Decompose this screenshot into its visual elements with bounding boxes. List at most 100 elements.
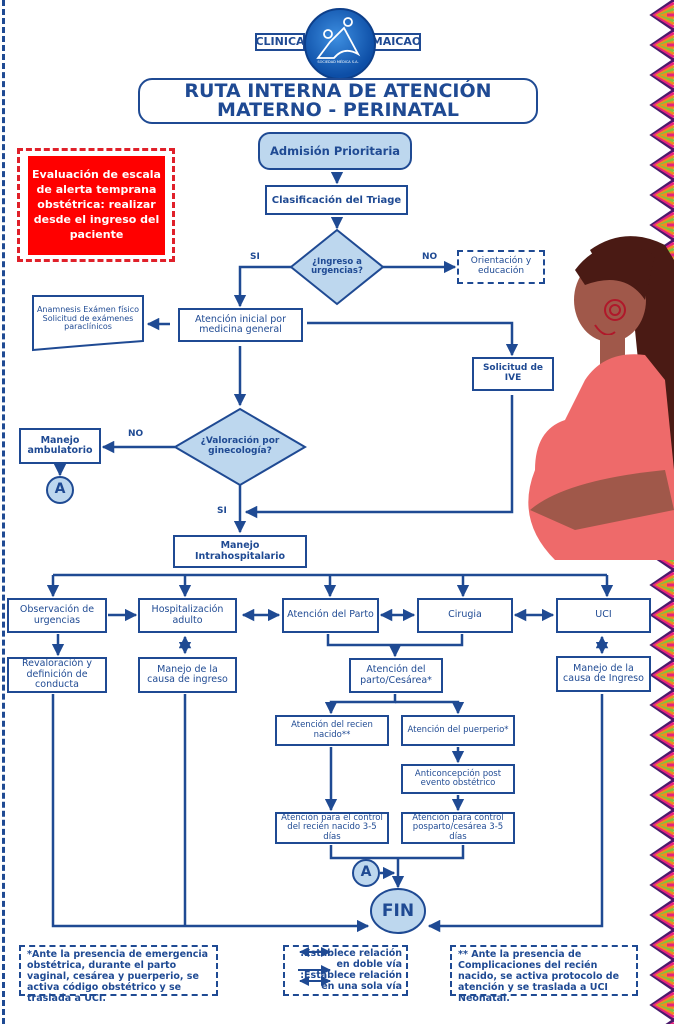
connector-a-end-label: A [360,864,372,881]
zigzag-stripe [658,1000,674,1010]
connector-a-circle-end [352,859,380,887]
zigzag-stripe [649,88,674,122]
zigzag-stripe [649,28,674,62]
legend-single-arrow-text: :Establece relación en una sola vía [300,969,402,992]
zigzag-stripe [658,220,674,230]
ingreso-decision-diamond [289,228,385,306]
zigzag-stripe [658,580,674,590]
node-atencion-parto: Atención del Parto [282,598,379,633]
label-si-valoracion: SI [217,506,227,516]
node-atencion-recien-nacido: Atención del recien nacido** [275,715,389,746]
zigzag-stripe [658,730,674,740]
zigzag-stripe [649,808,674,842]
connector-a-label: A [54,481,66,498]
zigzag-stripe [658,160,674,170]
zigzag-stripe [649,598,674,632]
node-control-posparto: Atención para control posparto/cesárea 3… [401,812,515,844]
zigzag-stripe [658,760,674,770]
zigzag-stripe [658,940,674,950]
zigzag-stripe [649,958,674,992]
zigzag-stripe [658,10,674,20]
zigzag-stripe [649,868,674,902]
title-line-1: RUTA INTERNA DE ATENCIÓN [184,80,492,102]
logo-maicao: MAICAO [372,33,421,51]
node-admision-prioritaria: Admisión Prioritaria [258,132,412,170]
logo-clinica: CLINICA [255,33,305,51]
zigzag-stripe [658,100,674,110]
zigzag-stripe [649,568,674,602]
zigzag-stripe [658,190,674,200]
zigzag-stripe [658,790,674,800]
zigzag-stripe [658,700,674,710]
label-no-ingreso: NO [422,252,438,262]
pregnant-woman-illustration [528,236,674,560]
zigzag-stripe [649,748,674,782]
zigzag-stripe [658,820,674,830]
node-anticoncepcion: Anticoncepción post evento obstétrico [401,764,515,794]
zigzag-stripe [658,850,674,860]
legend-arrows: :Establece relación en doble vía :Establ… [283,945,408,996]
zigzag-stripe [649,838,674,872]
logo-figures-icon [316,17,361,59]
node-cirugia: Cirugia [417,598,513,633]
zigzag-stripe [649,178,674,212]
footnote-recien-nacido: ** Ante la presencia de Complicaciones d… [450,945,638,1004]
zigzag-stripe [649,658,674,692]
zigzag-stripe [658,970,674,980]
node-atencion-inicial: Atención inicial por medicina general [178,308,303,342]
zigzag-stripe [649,628,674,662]
zigzag-stripe [649,778,674,812]
zigzag-stripe [658,70,674,80]
legend-arrow-icons [298,947,331,975]
zigzag-stripe [649,58,674,92]
zigzag-stripe [658,670,674,680]
zigzag-stripe [649,928,674,962]
zigzag-stripe [649,688,674,722]
node-revaloracion: Revaloración y definición de conducta [7,657,107,693]
zigzag-stripe [658,640,674,650]
node-atencion-puerperio: Atención del puerperio* [401,715,515,746]
zigzag-stripe [658,880,674,890]
title-line-2: MATERNO - PERINATAL [217,99,459,121]
decision-ingreso-text: ¿Ingreso a urgencias? [311,256,363,276]
title-box: RUTA INTERNA DE ATENCIÓN MATERNO - PERIN… [138,78,538,124]
zigzag-stripe [649,208,674,242]
alert-early-warning-box: Evaluación de escala de alerta temprana … [28,156,165,255]
zigzag-stripe [658,610,674,620]
node-control-recien-nacido: Atención para el control del recién naci… [275,812,389,844]
node-manejo-causa-uci: Manejo de la causa de Ingreso [556,656,651,692]
label-si-ingreso: SI [250,252,260,262]
logo-emblem [304,8,376,80]
zigzag-stripe [649,988,674,1022]
node-fin: FIN [381,900,415,921]
node-manejo-causa-ingreso: Manejo de la causa de ingreso [138,657,237,693]
node-solicitud-ive: Solicitud de IVE [472,357,554,391]
footnote-emergencia-obstetrica: *Ante la presencia de emergencia obstétr… [19,945,218,1004]
node-atencion-parto-cesarea: Atención del parto/Cesárea* [349,658,443,693]
node-anamnesis-document: Anamnesis Exámen físico Solicitud de exá… [36,304,140,332]
anamnesis-document-shape [32,295,144,352]
fin-ellipse [370,888,426,934]
zigzag-stripe [649,148,674,182]
node-clasificacion-triage: Clasificación del Triage [265,185,408,215]
zigzag-stripe [658,130,674,140]
decision-valoracion-text: ¿Valoración por ginecología? [200,436,280,456]
label-no-valoracion: NO [128,429,144,439]
node-manejo-ambulatorio: Manejo ambulatorio [19,428,101,464]
zigzag-stripe [649,0,674,32]
valoracion-decision-diamond [173,407,307,487]
node-orientacion-educacion: Orientación y educación [457,250,545,284]
node-observacion-urgencias: Observación de urgencias [7,598,107,633]
zigzag-stripe [649,718,674,752]
zigzag-stripe [658,40,674,50]
node-hospitalizacion-adulto: Hospitalización adulto [138,598,237,633]
left-dashed-border [2,0,5,1024]
connector-a-circle [46,476,74,504]
legend-double-arrow-text: :Establece relación en doble vía [300,948,402,970]
logo-ring-text: SOCIEDAD MÉDICA S.A. [317,60,359,64]
zigzag-stripe [649,118,674,152]
zigzag-stripe [649,898,674,932]
node-uci: UCI [556,598,651,633]
zigzag-stripe [658,910,674,920]
